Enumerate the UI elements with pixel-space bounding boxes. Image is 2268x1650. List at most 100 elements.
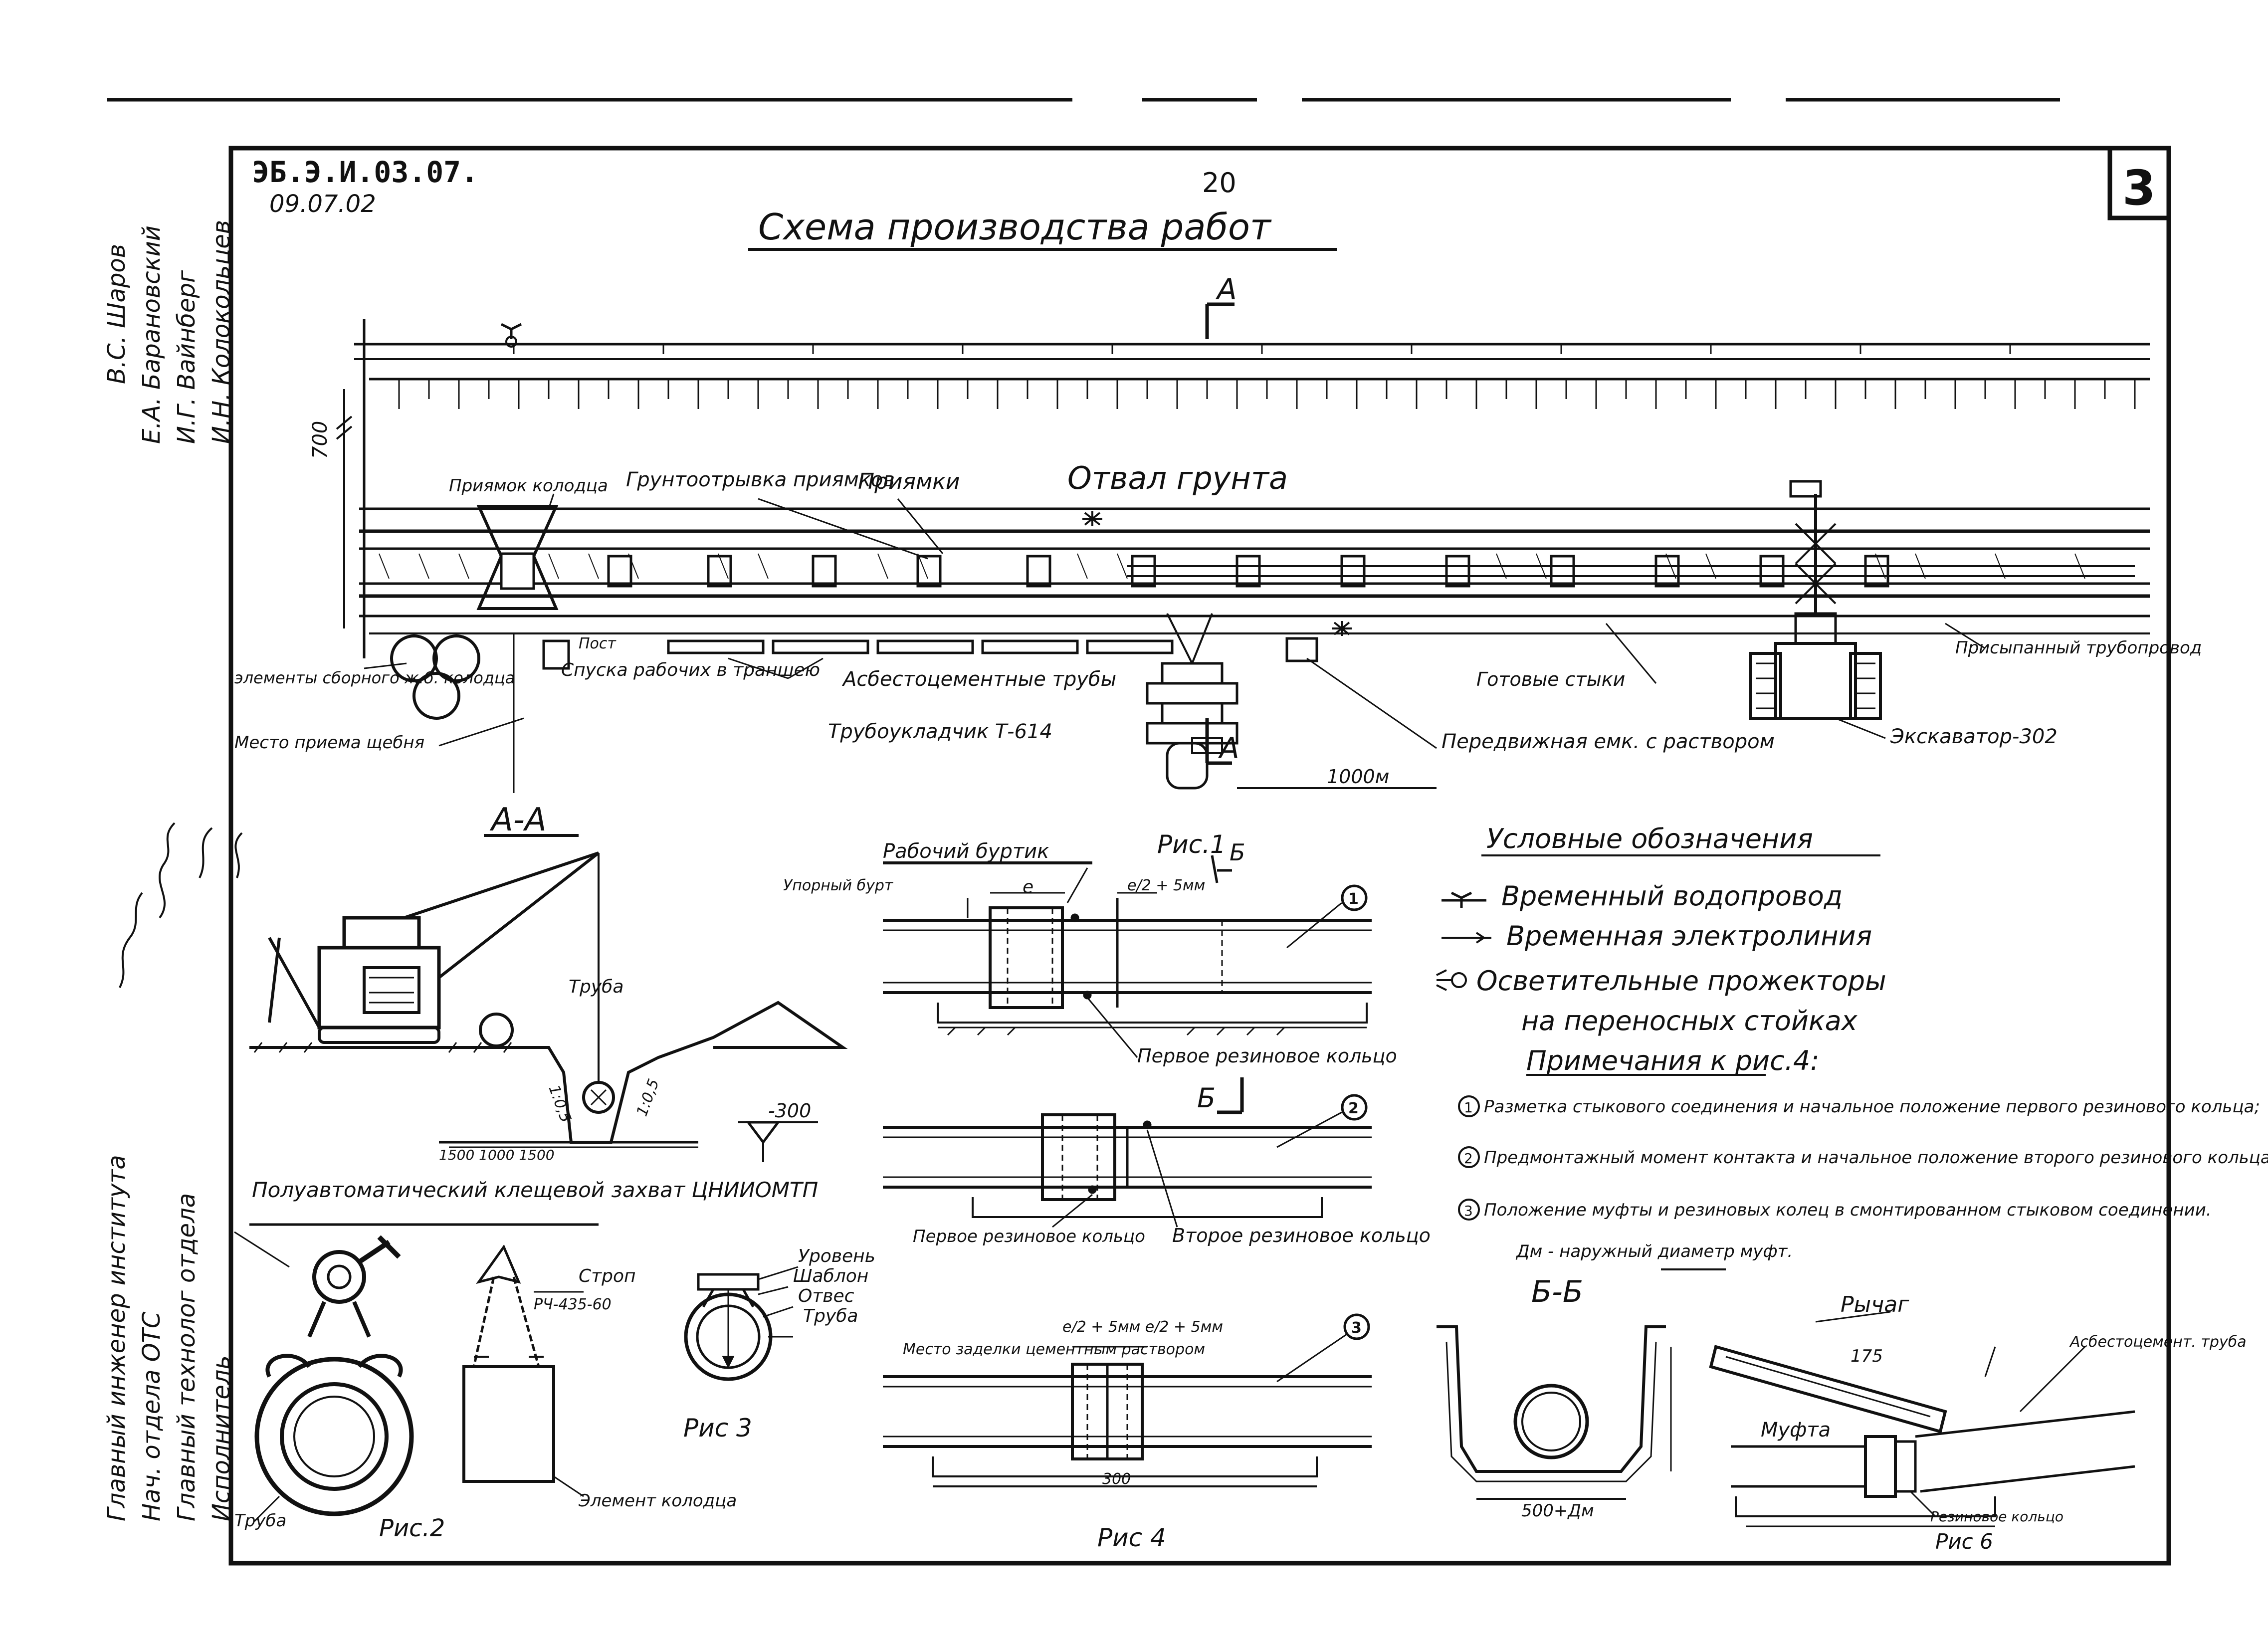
stamp-name-2: Е.А. Барановский [138, 225, 166, 444]
sheet-frame [228, 146, 2171, 1566]
fig3-caption: Рис 3 [683, 1414, 752, 1443]
section-bb-title: Б-Б [1531, 1274, 1583, 1309]
label-pipelayer: Трубоукладчик Т-614 [828, 720, 1052, 743]
sheet-number: 3 [2122, 160, 2156, 216]
section-a-top: А [1215, 272, 1237, 306]
legend-title: Условные обозначения [1486, 823, 1813, 854]
stamp-name-4: И.Н. Колокольцев [207, 220, 235, 444]
fig6-lever: Рычаг [1841, 1292, 1909, 1317]
label-asbestos-pipes: Асбестоцементные трубы [841, 668, 1116, 691]
section-a-bottom: А [1218, 731, 1239, 765]
page-number: 20 [1202, 167, 1237, 199]
depth-dim-label: 700 [309, 421, 332, 459]
section-bb [1437, 1325, 1672, 1500]
label-pit-well: Приямок колодца [449, 476, 608, 496]
label-length-dim: 1000м [1327, 766, 1389, 788]
label-backfilled-pipe: Присыпанный трубопровод [1955, 638, 2202, 658]
section-aa-depth: -300 [768, 1100, 811, 1122]
legend-symbols [1436, 854, 1880, 1270]
fig1b-second-ring: Второе резиновое кольцо [1172, 1225, 1431, 1246]
fig2-pipe: Труба [234, 1511, 286, 1531]
fig4-sealing-place: Место заделки цементным раствором [903, 1341, 1205, 1358]
fig1-sealing-collar: Упорный бурт [783, 877, 894, 894]
fig1-dim-right: е/2 + 5мм [1127, 877, 1205, 894]
fig1-dim-e: е [1023, 877, 1033, 897]
fig4-caption: Рис 4 [1097, 1523, 1166, 1552]
stamp-name-1: В.С. Шаров [103, 244, 131, 384]
stamp-name-3: И.Г. Вайнберг [173, 270, 201, 444]
label-excavator: Экскаватор-302 [1890, 725, 2058, 748]
note-extra: Дм - наружный диаметр муфт. [1515, 1241, 1793, 1261]
fig1b [883, 1094, 1372, 1228]
label-post: Пост [579, 635, 617, 652]
legend-item-water: Временный водопровод [1501, 880, 1843, 912]
drawing-title: Схема производства работ [758, 206, 1272, 248]
note-2-text: Предмонтажный момент контакта и начально… [1484, 1148, 2268, 1168]
note-3-text: Положение муфты и резиновых колец в смон… [1484, 1200, 2212, 1220]
section-aa-slope-right: 1:0,5 [633, 1076, 663, 1118]
fig6-coupling: Муфта [1761, 1419, 1831, 1442]
plan-view [336, 302, 2150, 793]
label-pits: Приямки [858, 469, 960, 494]
fig3 [684, 1266, 799, 1381]
fig2-sling: Строп [579, 1266, 636, 1286]
stamp-role-1: Главный инженер института [103, 1155, 131, 1521]
title-stamp: Главный инженер института В.С. Шаров Нач… [103, 220, 235, 1521]
notes-title: Примечания к рис.4: [1526, 1045, 1820, 1076]
section-aa-bottom-dims: 1500 1000 1500 [439, 1147, 555, 1163]
fig2-well-element: Элемент колодца [578, 1491, 737, 1511]
fig1-section-b: Б [1197, 1082, 1216, 1114]
section-aa-pipe: Труба [569, 977, 623, 997]
section-bb-bottom-dim: 500+Дм [1521, 1501, 1594, 1521]
fig2-caption: Рис.2 [379, 1514, 445, 1542]
fig3-template: Шаблон [793, 1266, 868, 1286]
note-1-text: Разметка стыкового соединения и начально… [1484, 1097, 2260, 1117]
fig4 [883, 1313, 1372, 1487]
section-aa-title: А-А [489, 802, 547, 838]
fig4-bottom-dim: 300 [1102, 1470, 1131, 1488]
fig4-dims: е/2 + 5мм е/2 + 5мм [1062, 1318, 1223, 1336]
label-finished-joints: Готовые стыки [1476, 668, 1625, 690]
fig6 [1709, 1311, 2135, 1527]
fig3-plumb: Отвес [798, 1286, 854, 1306]
fig1b-marker: 2 [1348, 1100, 1359, 1117]
stamp-role-2: Нач. отдела ОТС [138, 1311, 166, 1521]
fig1-marker: 1 [1348, 890, 1359, 908]
fig2-caption-title: Полуавтоматический клещевой захват ЦНИИО… [252, 1178, 818, 1202]
fig6-dim: 175 [1851, 1346, 1883, 1366]
doc-code: ЭБ.Э.И.03.07. [252, 155, 478, 189]
fig6-caption: Рис 6 [1935, 1529, 1993, 1554]
section-aa-slope-left: 1:0,5 [545, 1083, 574, 1125]
fig1-working-collar: Рабочий буртик [883, 840, 1049, 863]
fig6-pipe: Асбестоцемент. труба [2069, 1333, 2247, 1351]
doc-date: 09.07.02 [269, 190, 376, 218]
stamp-role-4: Исполнитель [207, 1355, 235, 1521]
fig1-title: Рис.1 [1157, 830, 1226, 859]
label-gravel-site: Место приема щебня [234, 733, 424, 753]
fig6-ring: Резиновое кольцо [1930, 1508, 2063, 1525]
note-3-num: 3 [1464, 1203, 1473, 1219]
legend-item-power: Временная электролиния [1506, 920, 1872, 952]
fig1-first-ring: Первое резиновое кольцо [1137, 1045, 1397, 1067]
fig2 [234, 1223, 599, 1522]
note-2-num: 2 [1464, 1150, 1473, 1167]
fig4-marker: 3 [1351, 1319, 1362, 1337]
fig1 [883, 855, 1372, 1114]
label-soil-throw: Грунтоотрывка приямков [626, 468, 895, 491]
label-soil-dump: Отвал грунта [1067, 460, 1288, 496]
label-mobile-unit: Передвижная емк. с раствором [1442, 730, 1775, 753]
fig1b-first-ring: Первое резиновое кольцо [913, 1227, 1145, 1246]
section-aa [249, 834, 848, 1162]
signatures [119, 822, 243, 988]
sheet-number-box [2107, 146, 2171, 220]
fig3-pipe: Труба [803, 1306, 858, 1326]
note-1-num: 1 [1464, 1099, 1473, 1116]
fig2-sling-code: РЧ-435-60 [534, 1296, 612, 1313]
label-worker-descent: Спуска рабочих в траншею [561, 660, 820, 680]
notes-list: 1 Разметка стыкового соединения и началь… [1458, 1095, 2268, 1261]
fig3-level: Уровень [798, 1246, 875, 1266]
label-well-elements: элементы сборного ж.б. колодца [234, 668, 515, 687]
legend-item-stands: на переносных стойках [1521, 1005, 1858, 1036]
plan-labels: 700 А А Приямок колодца Грунтоотрывка пр… [234, 272, 2202, 788]
